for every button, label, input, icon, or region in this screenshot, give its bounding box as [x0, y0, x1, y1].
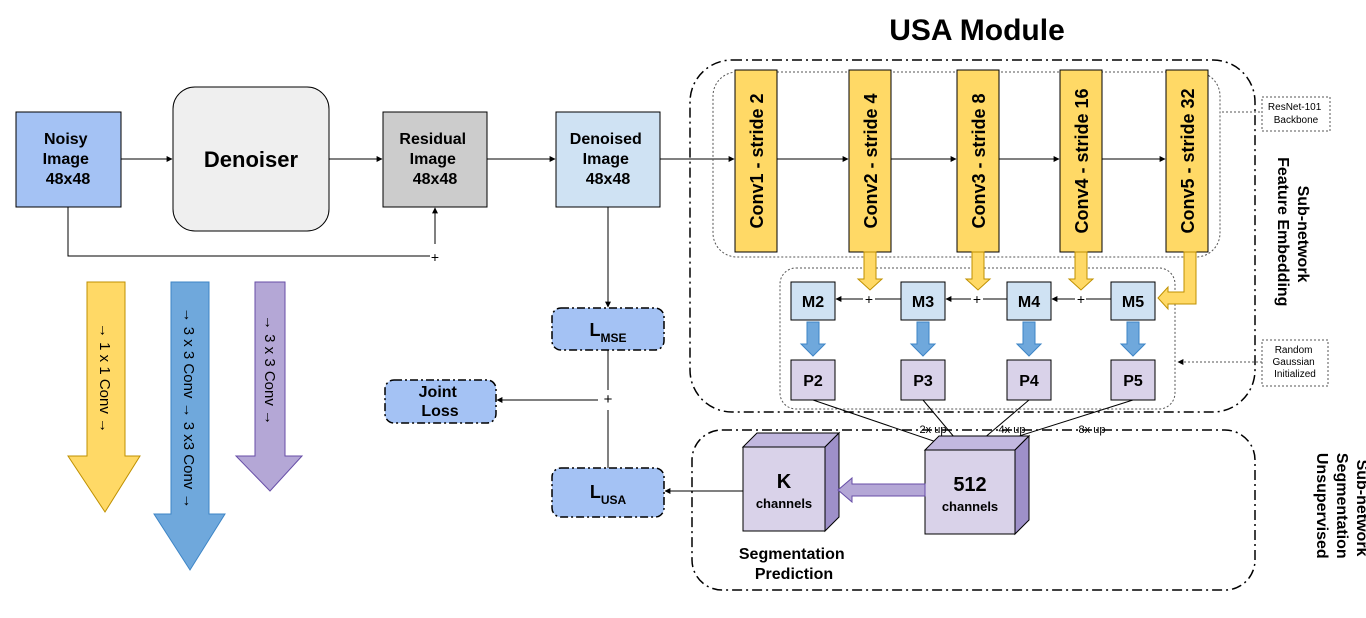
denoised-image-label: Denoised Image 48x48: [570, 131, 646, 188]
m5-label: M5: [1122, 294, 1144, 311]
conv2-box: [848, 69, 892, 253]
lateral-arrow-conv4: [1067, 251, 1095, 291]
lateral-arrow-conv5: [1157, 251, 1197, 311]
p3-box: [900, 359, 946, 401]
topdown-plus-m4: +: [1077, 291, 1085, 307]
legend-blue-arrow: [153, 281, 226, 571]
residual-image-box: [382, 111, 488, 208]
p4-label: P4: [1019, 373, 1039, 390]
cube-k-front: [742, 446, 826, 532]
cube-512-side: [1014, 434, 1030, 536]
gaussian-note-box: [1261, 339, 1329, 387]
segmentation-prediction-label: Segmentation Prediction: [739, 546, 849, 583]
conv1-box: [734, 69, 778, 253]
topdown-plus-m3: +: [973, 291, 981, 307]
feature-embedding-region: [689, 59, 1256, 413]
p2-box: [790, 359, 836, 401]
m4-label: M4: [1018, 294, 1040, 311]
feature-embedding-section-label: Feature Embedding Sub-network: [1274, 157, 1311, 311]
m5-to-p5-arrow: [1119, 321, 1147, 357]
conv-column: Conv4 - stride 16: [1059, 69, 1103, 253]
conv4-label: Conv4 - stride 16: [1072, 88, 1092, 233]
segmentation-region: [691, 429, 1256, 591]
noisy-image-box: [15, 111, 122, 208]
legend-double-3x3-conv: → 3 x 3 Conv → 3 x3 Conv →: [180, 308, 197, 509]
cube-k-letter: K: [777, 471, 792, 493]
conv-column: Conv2 - stride 4: [848, 69, 892, 253]
cube-k-top: [741, 432, 841, 448]
upsample-8x: 8x up: [1079, 424, 1106, 436]
skip-connection: [67, 207, 430, 257]
m4-to-p4-arrow: [1015, 321, 1043, 357]
p2-label: P2: [803, 373, 823, 390]
backbone-note-label: ResNet-101 Backbone: [1268, 102, 1324, 126]
m2-box: [790, 281, 836, 321]
upsample-4x: 4x up: [999, 424, 1026, 436]
skip-plus: +: [431, 249, 439, 265]
loss-plus: +: [604, 391, 613, 408]
cube-512-channels: channels: [942, 499, 998, 514]
conv2-label: Conv2 - stride 4: [861, 93, 881, 228]
cube-512-top: [923, 435, 1031, 451]
conv5-box: [1165, 69, 1209, 253]
denoised-image-box: [555, 111, 661, 208]
conv5-label: Conv5 - stride 32: [1178, 88, 1198, 233]
p5-label: P5: [1123, 373, 1143, 390]
upsample-2x: 2x up: [920, 424, 947, 436]
unsupervised-section-label: Unsupervised Segmentation Sub-network: [1313, 453, 1366, 563]
conv3-label: Conv3 - stride 8: [969, 93, 989, 228]
backbone-note-box: [1261, 96, 1331, 132]
residual-image-label: Residual Image 48x48: [399, 131, 470, 188]
legend-yellow-arrow: [67, 281, 141, 513]
conv-column: Conv1 - stride 2: [734, 69, 778, 253]
joint-loss-label: Joint Loss: [419, 384, 462, 420]
conv1-label: Conv1 - stride 2: [747, 93, 767, 228]
lmse-label: LMSE: [589, 320, 626, 345]
diagram-title: USA Module: [889, 14, 1065, 47]
m5-box: [1110, 281, 1156, 321]
cube-512-number: 512: [953, 474, 986, 496]
joint-loss-box: [384, 379, 497, 424]
m3-label: M3: [912, 294, 934, 311]
m3-box: [900, 281, 946, 321]
legend-1x1-conv: → 1 x 1 Conv →: [96, 323, 113, 433]
conv4-box: [1059, 69, 1103, 253]
legend-single-3x3-conv: → 3 x 3 Conv →: [261, 315, 278, 425]
cube-512-front: [924, 449, 1016, 535]
lusa-box: [551, 467, 665, 518]
conv3-box: [956, 69, 1000, 253]
conv-column: Conv3 - stride 8: [956, 69, 1000, 253]
topdown-plus-m2: +: [865, 291, 873, 307]
m2-label: M2: [802, 294, 824, 311]
m4-box: [1006, 281, 1052, 321]
denoiser-label: Denoiser: [204, 147, 299, 172]
legend-purple-arrow: [234, 281, 304, 492]
lateral-arrow-conv2: [856, 251, 884, 291]
arrow-512-to-k: [837, 476, 926, 504]
noisy-image-label: Noisy Image 48x48: [43, 131, 94, 188]
m2-to-p2-arrow: [799, 321, 827, 357]
conv-column: Conv5 - stride 32: [1165, 69, 1209, 253]
gaussian-note-label: Random Gaussian Initialized: [1272, 345, 1317, 380]
p4-box: [1006, 359, 1052, 401]
lusa-label: LUSA: [590, 482, 627, 507]
p5-box: [1110, 359, 1156, 401]
lateral-arrow-conv3: [964, 251, 992, 291]
p3-label: P3: [913, 373, 933, 390]
cube-k-side: [824, 431, 840, 533]
cube-k-channels: channels: [756, 496, 812, 511]
m3-to-p3-arrow: [909, 321, 937, 357]
